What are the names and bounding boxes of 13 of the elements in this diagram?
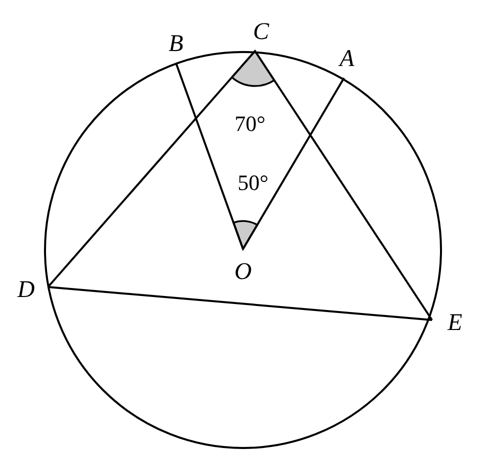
point-label: D: [17, 278, 35, 302]
point-label: A: [340, 47, 354, 71]
point-label: E: [448, 311, 462, 335]
point-label: B: [168, 32, 184, 56]
line-segment: [254, 50, 433, 321]
point-label: O: [234, 260, 252, 284]
angle-label: 50°: [238, 172, 268, 194]
line-segment: [48, 286, 432, 321]
line-segment: [242, 78, 345, 250]
point-label: C: [253, 20, 269, 44]
line-segment: [175, 62, 244, 250]
line-segment: [47, 50, 256, 288]
angle-label: 70°: [234, 113, 266, 135]
